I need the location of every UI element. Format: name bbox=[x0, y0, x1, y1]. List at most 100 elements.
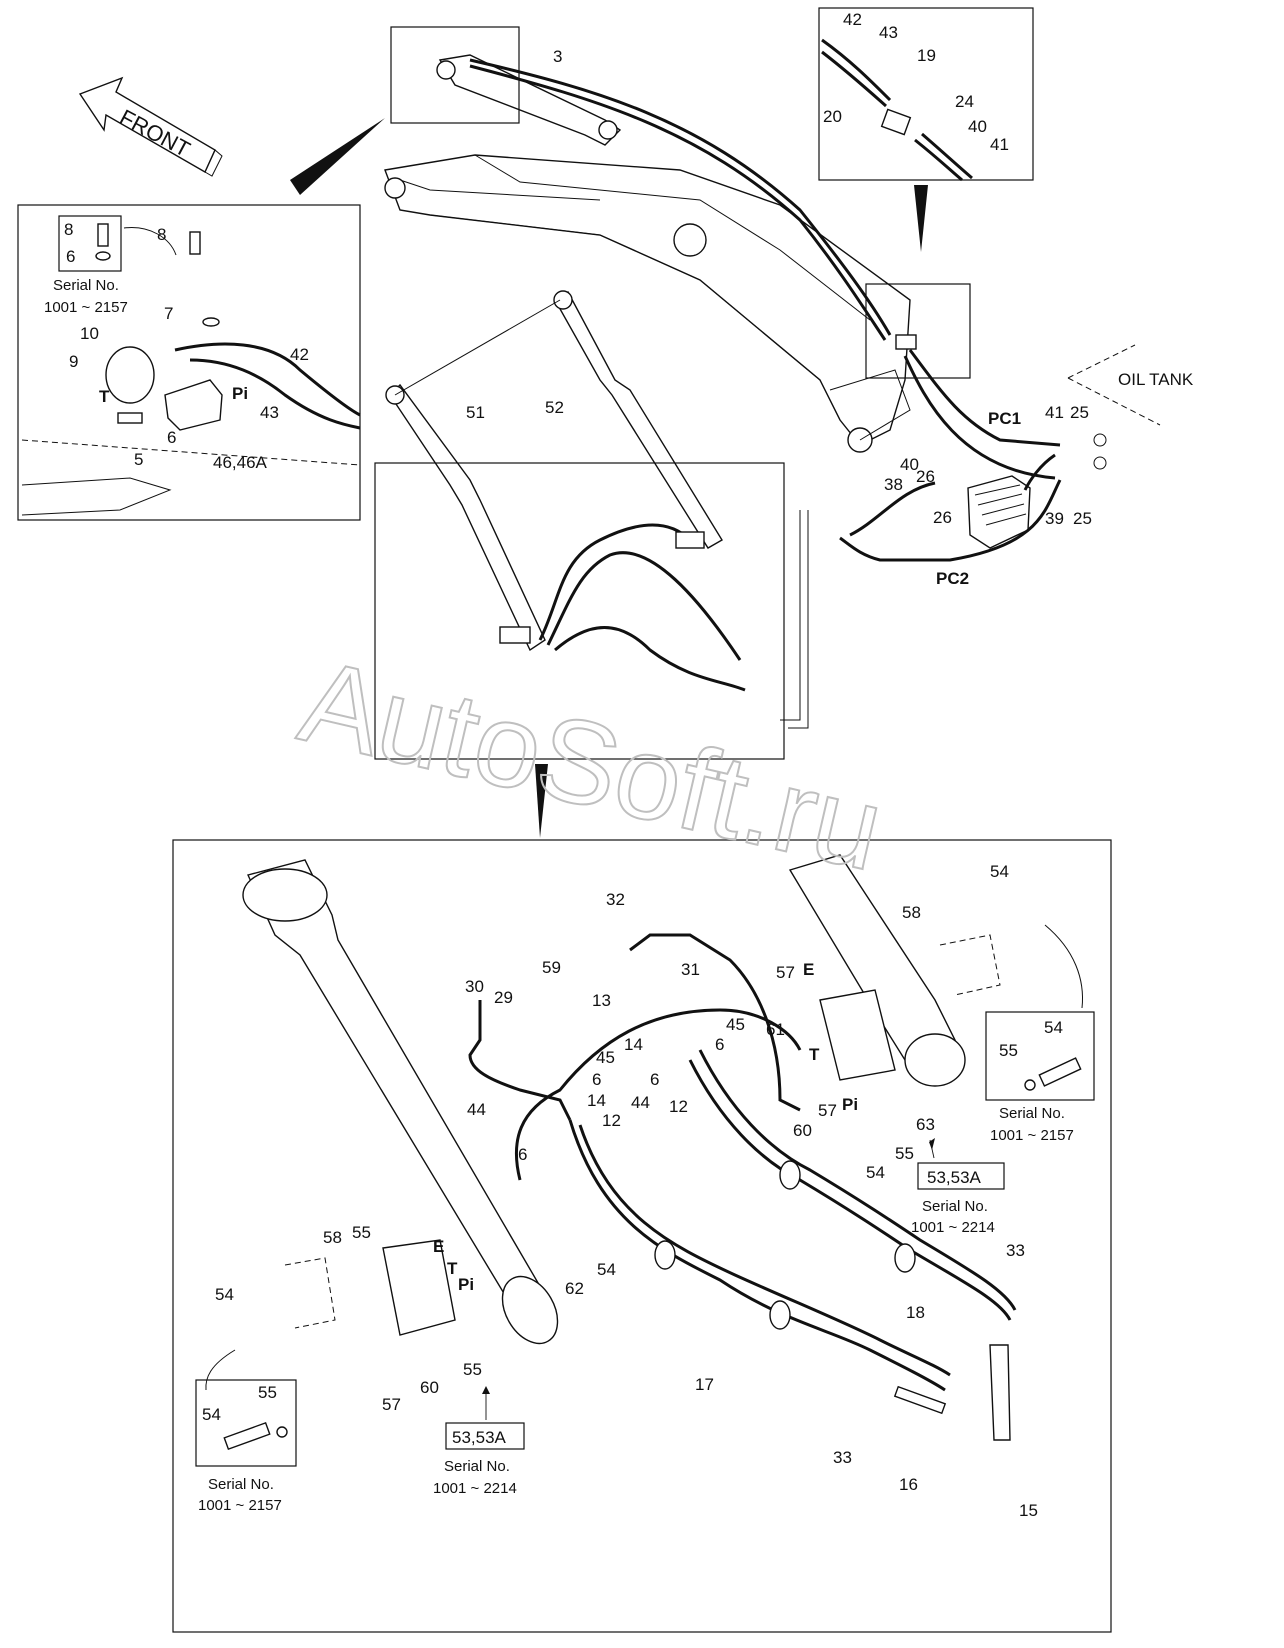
serial-note-right-valve: 53,53A Serial No. 1001 ~ 2214 bbox=[911, 1138, 1005, 1236]
callout-left_inset-7: 43 bbox=[260, 403, 279, 422]
callout-oil_tank_area-6: 39 bbox=[1045, 509, 1064, 528]
right-valve-line1: Serial No. bbox=[922, 1198, 988, 1215]
left-valve-line1: Serial No. bbox=[444, 1458, 510, 1475]
serial-right-line2: 1001 ~ 2157 bbox=[990, 1127, 1074, 1144]
inset-hose-joint bbox=[818, 7, 1034, 252]
serial-inset-bottom-left: Serial No. 1001 ~ 2157 bbox=[195, 1379, 297, 1514]
left-valve-line2: 1001 ~ 2214 bbox=[433, 1480, 517, 1497]
callout-main_detail-11: 45 bbox=[596, 1048, 615, 1067]
callout-main_detail-38: 33 bbox=[833, 1448, 852, 1467]
callout-top_main-2: 52 bbox=[545, 398, 564, 417]
port-T-left-inset: T bbox=[99, 387, 110, 406]
callout-left_inset-3: 7 bbox=[164, 304, 173, 323]
callout-main_detail-15: 6 bbox=[518, 1145, 527, 1164]
left-valve-box: 53,53A bbox=[452, 1428, 507, 1447]
callout-main_detail-20: 60 bbox=[793, 1121, 812, 1140]
callout-main_detail-28: 54 bbox=[215, 1285, 234, 1304]
callout-left_serial_inset-0: 54 bbox=[202, 1405, 221, 1424]
callout-top_right_inset-5: 40 bbox=[968, 117, 987, 136]
main-detail bbox=[172, 839, 1112, 1633]
callout-main_detail-13: 14 bbox=[587, 1091, 606, 1110]
callout-main_detail-23: 55 bbox=[895, 1144, 914, 1163]
callout-main_detail-29: 55 bbox=[352, 1223, 371, 1242]
port-T-right: T bbox=[809, 1045, 820, 1064]
callout-oil_tank_area-2: 40 bbox=[900, 455, 919, 474]
callout-main_detail-27: 58 bbox=[323, 1228, 342, 1247]
callout-main_detail-4: 59 bbox=[542, 958, 561, 977]
callout-main_detail-5: 13 bbox=[592, 991, 611, 1010]
callout-top_right_inset-0: 42 bbox=[843, 10, 862, 29]
callout-top_right_inset-6: 41 bbox=[990, 135, 1009, 154]
callout-main_detail-0: 32 bbox=[606, 890, 625, 909]
front-arrow: FRONT bbox=[78, 76, 223, 177]
callout-top_right_inset-1: 43 bbox=[879, 23, 898, 42]
serial-right-line1: Serial No. bbox=[999, 1105, 1065, 1122]
port-T-left: T bbox=[447, 1259, 458, 1278]
callout-main_detail-36: 18 bbox=[906, 1303, 925, 1322]
callout-main_detail-18: 44 bbox=[631, 1093, 650, 1112]
callout-top_right_inset-2: 19 bbox=[917, 46, 936, 65]
serial-top-left-line2: 1001 ~ 2157 bbox=[44, 299, 128, 316]
callout-main_detail-7: 61 bbox=[766, 1020, 785, 1039]
serial-inset-right: Serial No. 1001 ~ 2157 bbox=[985, 1011, 1095, 1144]
callout-main_detail-30: 57 bbox=[382, 1395, 401, 1414]
callout-left_inset-2: 8 bbox=[157, 225, 166, 244]
inset-arm-cylinder bbox=[290, 26, 520, 195]
right-valve-box: 53,53A bbox=[927, 1168, 982, 1187]
callout-main_detail-12: 6 bbox=[592, 1070, 601, 1089]
watermark: AutoSoft.ru bbox=[289, 635, 894, 896]
callout-main_detail-8: 45 bbox=[726, 1015, 745, 1034]
inset-joint-marker bbox=[865, 283, 1061, 480]
callout-oil_tank_area-5: 38 bbox=[884, 475, 903, 494]
front-arrow-label: FRONT bbox=[116, 104, 195, 162]
callout-left_inset-4: 10 bbox=[80, 324, 99, 343]
callout-left_serial_inset-1: 55 bbox=[258, 1383, 277, 1402]
callout-main_detail-17: 12 bbox=[669, 1097, 688, 1116]
callout-oil_tank_area-3: 26 bbox=[916, 467, 935, 486]
callout-main_detail-19: 6 bbox=[650, 1070, 659, 1089]
callout-main_detail-22: 54 bbox=[866, 1163, 885, 1182]
callout-oil_tank_area-0: 41 bbox=[1045, 403, 1064, 422]
port-PC1: PC1 bbox=[988, 409, 1021, 428]
port-Pi-left-inset: Pi bbox=[232, 384, 248, 403]
callout-main_detail-6: 57 bbox=[776, 963, 795, 982]
callout-left_inset-5: 9 bbox=[69, 352, 78, 371]
callout-main_detail-34: 55 bbox=[463, 1360, 482, 1379]
callout-main_detail-14: 44 bbox=[467, 1100, 486, 1119]
serial-bottom-left-line2: 1001 ~ 2157 bbox=[198, 1497, 282, 1514]
boom-assembly bbox=[384, 54, 911, 652]
callout-top_right_inset-3: 20 bbox=[823, 107, 842, 126]
callout-main_detail-10: 6 bbox=[715, 1035, 724, 1054]
callout-main_detail-21: 57 bbox=[818, 1101, 837, 1120]
oil-tank-label: OIL TANK bbox=[1118, 370, 1194, 389]
callout-main_detail-3: 29 bbox=[494, 988, 513, 1007]
callout-main_detail-33: 54 bbox=[597, 1260, 616, 1279]
control-valve bbox=[780, 453, 1062, 729]
port-labels: T Pi PC1 PC2 E T Pi E T Pi bbox=[99, 384, 1021, 1294]
callout-oil_tank_area-4: 26 bbox=[933, 508, 952, 527]
oil-tank: OIL TANK bbox=[1067, 344, 1194, 470]
callout-main_detail-32: 62 bbox=[565, 1279, 584, 1298]
callout-oil_tank_area-1: 25 bbox=[1070, 403, 1089, 422]
right-valve-line2: 1001 ~ 2214 bbox=[911, 1219, 995, 1236]
callout-top_main-1: 51 bbox=[466, 403, 485, 422]
serial-top-left-line1: Serial No. bbox=[53, 277, 119, 294]
callout-main_detail-26: 54 bbox=[990, 862, 1009, 881]
port-Pi-left: Pi bbox=[458, 1275, 474, 1294]
port-Pi-right: Pi bbox=[842, 1095, 858, 1114]
callout-main_detail-9: 14 bbox=[624, 1035, 643, 1054]
callout-left_inset-6: 42 bbox=[290, 345, 309, 364]
callout-main_detail-2: 30 bbox=[465, 977, 484, 996]
serial-note-top-left: Serial No. 1001 ~ 2157 bbox=[44, 277, 128, 316]
callout-left_inset-8: 5 bbox=[134, 450, 143, 469]
inset-left-valve bbox=[17, 204, 361, 521]
callout-main_detail-24: 63 bbox=[916, 1115, 935, 1134]
callout-left_inset-0: 8 bbox=[64, 220, 73, 239]
port-PC2: PC2 bbox=[936, 569, 969, 588]
callout-top_main-0: 3 bbox=[553, 47, 562, 66]
serial-bottom-left-line1: Serial No. bbox=[208, 1476, 274, 1493]
callout-left_inset-9: 6 bbox=[167, 428, 176, 447]
inset-boom-piping bbox=[374, 462, 785, 838]
